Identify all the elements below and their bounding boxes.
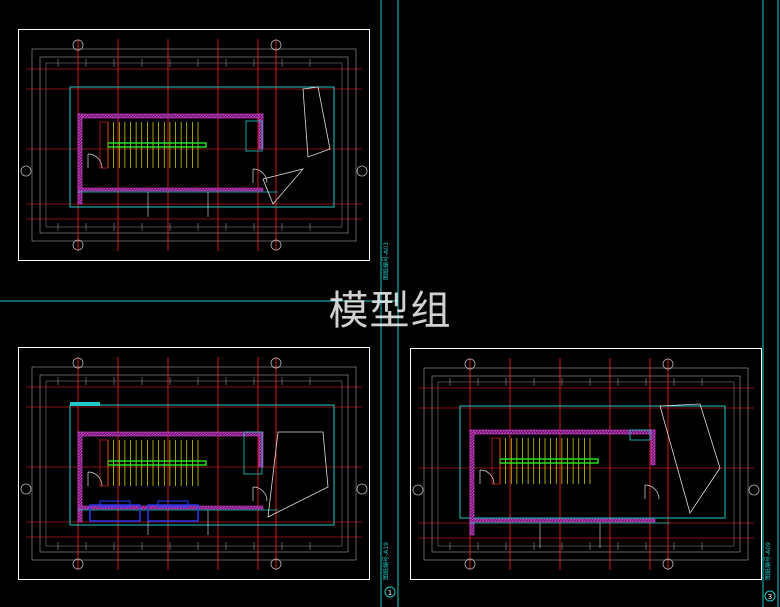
axis-bubble <box>20 165 32 177</box>
wall-left <box>469 429 475 536</box>
vestibule <box>262 168 305 205</box>
sheet-border <box>410 348 762 580</box>
frame-line <box>437 381 735 547</box>
wall-right <box>258 113 264 150</box>
sheet-number-1: 1 <box>388 589 392 597</box>
landing <box>99 439 109 487</box>
door-swing <box>87 471 103 487</box>
axis-bubble <box>412 484 424 496</box>
frame-line <box>39 56 349 234</box>
door-swing <box>479 469 495 485</box>
frame-line <box>423 367 749 561</box>
sheet-label-3: 图纸编号-A09 <box>764 542 772 580</box>
stair-rail <box>499 458 599 464</box>
frame-line <box>31 48 357 242</box>
wall-top <box>77 431 264 437</box>
room-outline <box>459 405 726 519</box>
landing <box>99 121 109 169</box>
axis-bubble <box>356 165 368 177</box>
equipment-unit-top <box>99 500 131 508</box>
shaft <box>629 429 651 441</box>
room-outline <box>69 86 335 208</box>
axis-bubble <box>72 558 84 570</box>
vestibule <box>267 431 329 518</box>
sheet-label-2: 图纸编号-A19 <box>382 542 390 580</box>
door-swing <box>252 168 268 184</box>
axis-bubble <box>356 483 368 495</box>
wall-left <box>77 431 83 523</box>
axis-bubble <box>270 558 282 570</box>
axis-bubble <box>662 358 674 370</box>
plan-top-left <box>18 29 370 261</box>
axis-bubble <box>464 358 476 370</box>
axis-bubble <box>270 239 282 251</box>
axis-bubble <box>464 558 476 570</box>
axis-bubble <box>72 39 84 51</box>
sheet-number-circle-1 <box>384 586 396 598</box>
door-swing <box>87 153 103 169</box>
stair-rail <box>107 142 207 148</box>
axis-bubble <box>662 558 674 570</box>
axis-bubble <box>748 484 760 496</box>
axis-bubble <box>72 357 84 369</box>
shaft <box>243 431 263 475</box>
sheet-number-3: 3 <box>768 593 772 601</box>
door-swing <box>252 486 268 502</box>
cyan-strip <box>70 402 100 406</box>
wall-bottom <box>469 518 656 523</box>
plan-bottom-left <box>18 347 370 580</box>
door-swing <box>644 484 660 500</box>
vestibule <box>302 86 331 158</box>
sheet-number-circle-3 <box>764 590 776 602</box>
sheet-label-1: 图纸编号-A03 <box>382 242 390 280</box>
stair-rail <box>107 460 207 466</box>
frame-line <box>45 62 343 228</box>
wall-right <box>650 429 656 466</box>
axis-bubble <box>270 39 282 51</box>
axis-bubble <box>20 483 32 495</box>
wall-top <box>469 429 656 435</box>
sheet-border <box>18 347 370 580</box>
shaft <box>245 120 263 152</box>
wall-top <box>77 113 264 119</box>
equipment-unit <box>89 504 141 522</box>
frame-line <box>45 380 343 547</box>
title-strips: 图纸编号-A03 图纸编号-A19 图纸编号-A09 1 3 <box>382 242 776 602</box>
vestibule <box>659 403 721 514</box>
axis-bubble <box>72 239 84 251</box>
room-outline <box>69 404 335 526</box>
landing <box>491 437 501 485</box>
wall-bottom <box>77 187 264 192</box>
wall-left <box>77 113 83 205</box>
plan-bottom-right <box>410 348 762 580</box>
frame-line <box>39 374 349 553</box>
sheet-border <box>18 29 370 261</box>
equipment-unit-top <box>157 500 189 508</box>
frame-line <box>431 375 741 553</box>
axis-bubble <box>270 357 282 369</box>
frame-line <box>31 366 357 561</box>
equipment-unit <box>147 504 199 522</box>
